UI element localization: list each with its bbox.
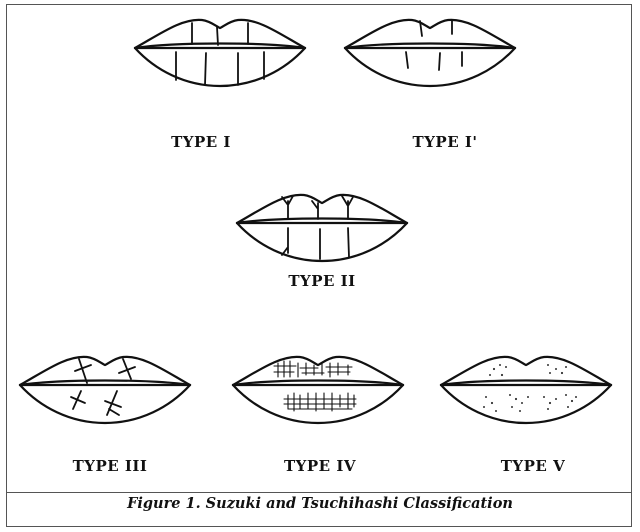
lip-type-5 (441, 357, 611, 423)
type-3-label: TYPE III (73, 457, 148, 475)
type-5-label: TYPE V (501, 457, 565, 475)
type-1-prime-label: TYPE I' (413, 133, 478, 151)
lip-type-1-prime (345, 20, 515, 86)
lip-type-3 (20, 357, 190, 423)
lip-type-4 (233, 357, 403, 423)
type-1-label: TYPE I (171, 133, 231, 151)
type-2-label: TYPE II (288, 272, 355, 290)
figure-caption: Figure 1. Suzuki and Tsuchihashi Classif… (0, 495, 640, 512)
lip-type-2 (237, 195, 407, 261)
lip-type-1 (135, 20, 305, 86)
type-4-label: TYPE IV (284, 457, 356, 475)
